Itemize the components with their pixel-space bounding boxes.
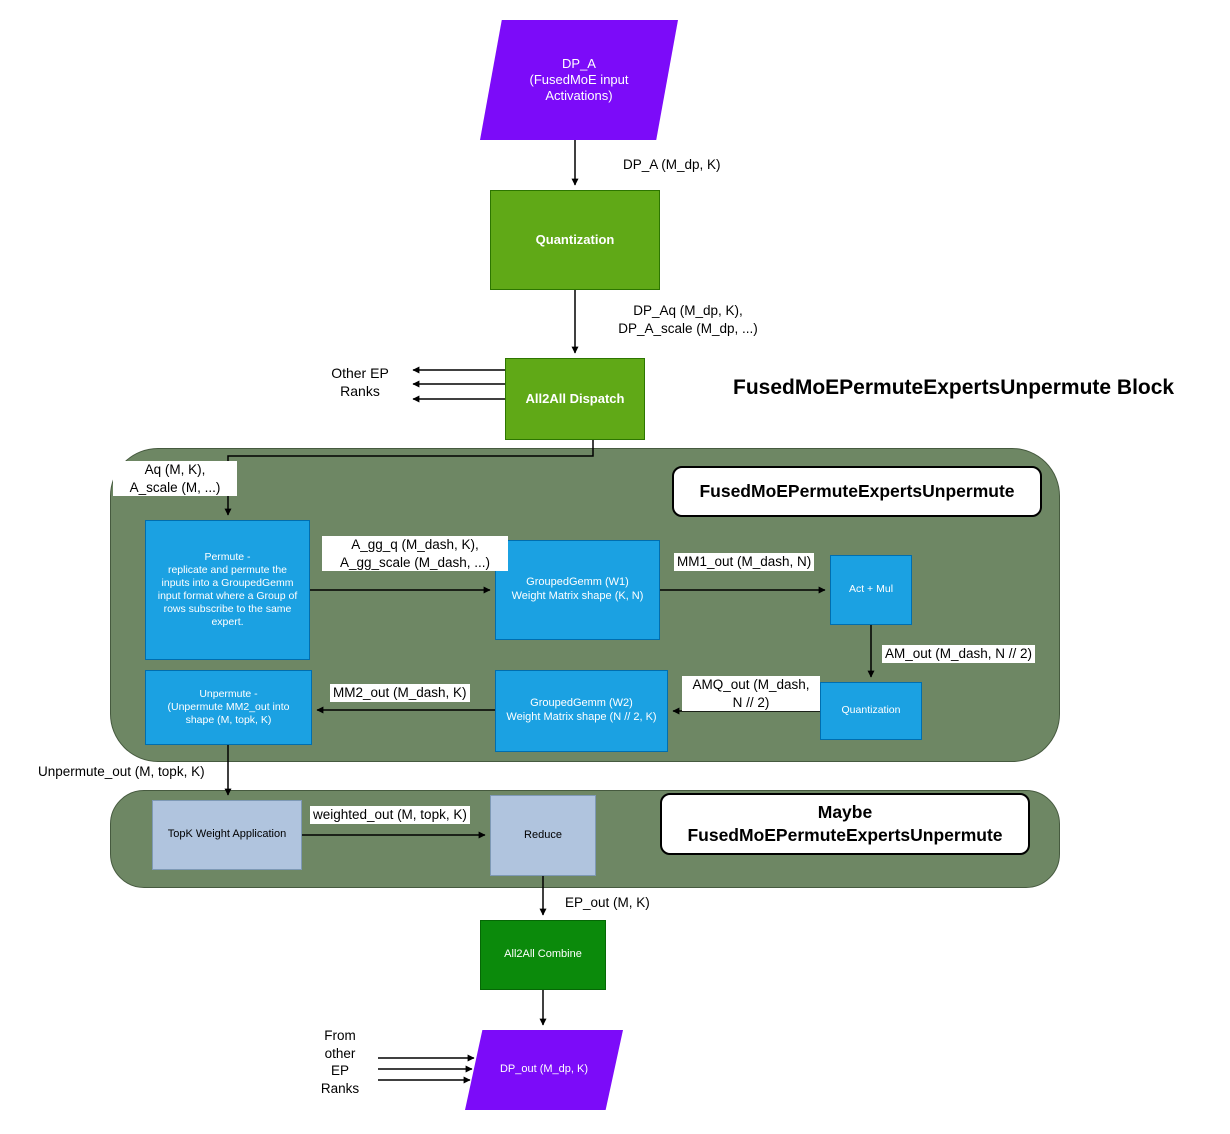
other-ep-ranks-label: Other EP Ranks: [331, 365, 389, 400]
edge-label-am-out: AM_out (M_dash, N // 2): [882, 645, 1036, 663]
edge-label-ep-out: EP_out (M, K): [562, 894, 653, 912]
node-permute: Permute - replicate and permute the inpu…: [145, 520, 310, 660]
maybe-block-title-badge: Maybe FusedMoEPermuteExpertsUnpermute: [660, 793, 1030, 855]
edge-label-permute-out: A_gg_q (M_dash, K), A_gg_scale (M_dash, …: [322, 536, 508, 572]
node-dp-out: DP_out (M_dp, K): [465, 1030, 623, 1110]
node-all2all-combine: All2All Combine: [480, 920, 606, 990]
node-all2all-dispatch: All2All Dispatch: [505, 358, 645, 440]
edge-label-mm2-out: MM2_out (M_dash, K): [330, 684, 470, 702]
node-grouped-gemm-w2: GroupedGemm (W2) Weight Matrix shape (N …: [495, 670, 668, 752]
fused-moe-block-title-badge: FusedMoEPermuteExpertsUnpermute: [672, 466, 1042, 517]
node-dp-a: DP_A (FusedMoE input Activations): [480, 20, 678, 140]
from-other-ep-ranks-label: From other EP Ranks: [320, 1028, 360, 1096]
node-unpermute: Unpermute - (Unpermute MM2_out into shap…: [145, 670, 312, 745]
node-reduce: Reduce: [490, 795, 596, 876]
edge-label-amq-out: AMQ_out (M_dash, N // 2): [682, 676, 820, 712]
edge-label-dispatch-out: Aq (M, K), A_scale (M, ...): [113, 461, 237, 497]
edge-label-mm1-out: MM1_out (M_dash, N): [674, 553, 815, 571]
node-act-mul: Act + Mul: [830, 555, 912, 625]
node-grouped-gemm-w1: GroupedGemm (W1) Weight Matrix shape (K,…: [495, 540, 660, 640]
node-topk-weight-application: TopK Weight Application: [152, 800, 302, 870]
edge-label-dp-a-out: DP_A (M_dp, K): [620, 156, 724, 174]
edge-label-quant-out: DP_Aq (M_dp, K), DP_A_scale (M_dp, ...): [600, 302, 776, 338]
node-quantization-inner: Quantization: [820, 682, 922, 740]
edge-label-unpermute-out: Unpermute_out (M, topk, K): [35, 763, 208, 781]
node-quantization: Quantization: [490, 190, 660, 290]
page-title: FusedMoEPermuteExpertsUnpermute Block: [733, 376, 1175, 399]
edge-label-weighted-out: weighted_out (M, topk, K): [310, 806, 470, 824]
